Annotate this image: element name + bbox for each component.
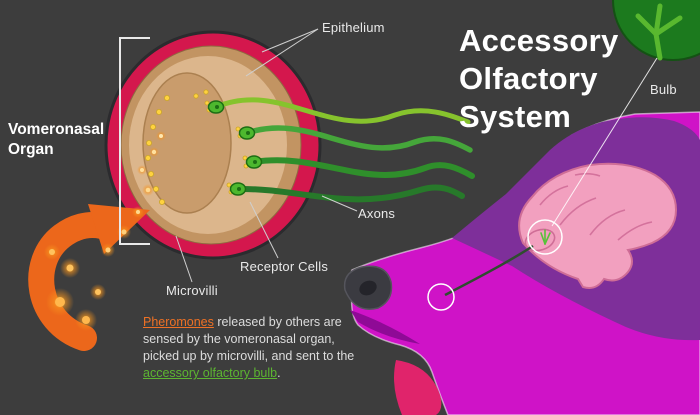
brain-folds bbox=[539, 172, 653, 241]
bulb-label: Bulb bbox=[650, 82, 677, 97]
receptor-cell-bodies bbox=[207, 100, 263, 196]
label-pointer-lines bbox=[175, 28, 358, 283]
accessory-olfactory-bulb-link[interactable]: accessory olfactory bulb bbox=[143, 366, 278, 380]
dog-tongue bbox=[394, 360, 442, 415]
title-line-3: System bbox=[459, 99, 572, 134]
caption-end: . bbox=[277, 366, 281, 380]
bulb-sprig-icon bbox=[540, 229, 551, 245]
pheromone-particles bbox=[44, 131, 166, 331]
organ-bracket bbox=[119, 37, 150, 245]
microvilli-dots bbox=[144, 89, 249, 205]
caption-text: Pheromones released by others are sensed… bbox=[143, 314, 367, 382]
epithelium-label: Epithelium bbox=[322, 20, 385, 35]
organ-lumen bbox=[142, 72, 232, 214]
vomeronasal-nerve bbox=[444, 244, 534, 297]
page-title: Accessory Olfactory System bbox=[459, 22, 689, 136]
bulb-highlight-circle bbox=[527, 219, 563, 255]
dog-nostril bbox=[359, 280, 377, 296]
axons-label: Axons bbox=[358, 206, 396, 221]
pheromones-link[interactable]: Pheromones bbox=[143, 315, 214, 329]
receptor-cells-label: Receptor Cells bbox=[240, 259, 329, 274]
bulb-connector-line bbox=[551, 57, 658, 227]
accessory-olfactory-bulb bbox=[524, 228, 556, 252]
vomeronasal-organ-cross-section bbox=[104, 30, 322, 260]
olfactory-bulb-tree-icon bbox=[612, 0, 700, 61]
vomeronasal-organ-label: Vomeronasal Organ bbox=[8, 121, 105, 158]
microvilli-label: Microvilli bbox=[166, 283, 218, 298]
dog-mouth-line bbox=[350, 310, 420, 344]
caption-middle: released by others are sensed by the vom… bbox=[143, 315, 355, 363]
axons-fibers bbox=[213, 97, 475, 203]
title-line-2: Olfactory bbox=[459, 61, 598, 96]
vomeronasal-highlight-circle bbox=[427, 283, 455, 311]
title-line-1: Accessory bbox=[459, 23, 619, 58]
dog-head-illustration bbox=[343, 111, 700, 415]
